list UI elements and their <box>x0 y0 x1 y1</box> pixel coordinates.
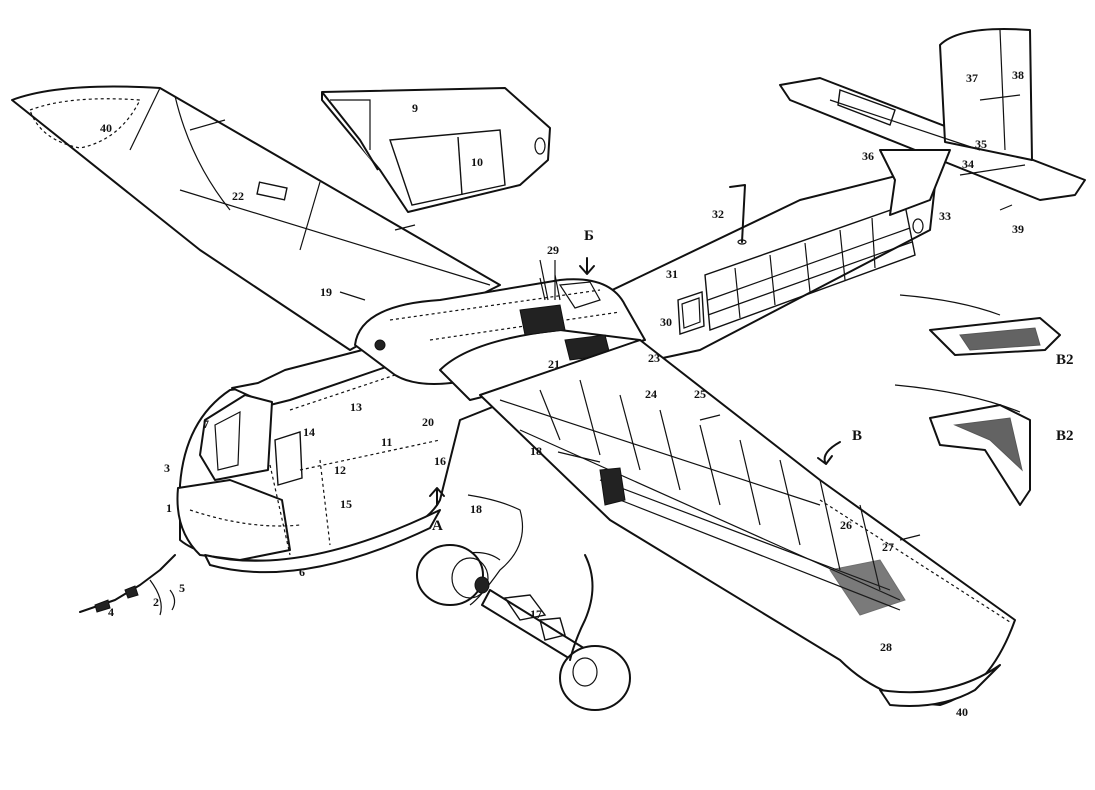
label-7: 7 <box>203 417 209 431</box>
label-40-right: 40 <box>956 705 968 719</box>
label-3: 3 <box>164 461 170 475</box>
engine-nacelle <box>354 274 646 401</box>
label-35: 35 <box>975 137 987 151</box>
label-17: 17 <box>530 607 542 621</box>
view-arrow-b <box>579 257 595 275</box>
label-16: 16 <box>434 454 446 468</box>
label-26: 26 <box>840 518 852 532</box>
view-label-b: Б <box>584 228 594 244</box>
label-12: 12 <box>334 463 346 477</box>
label-39: 39 <box>1012 222 1024 236</box>
inset-view-1 <box>899 294 1061 356</box>
view-label-v2-bottom: В2 <box>1056 428 1074 444</box>
label-20: 20 <box>422 415 434 429</box>
label-13: 13 <box>350 400 362 414</box>
main-landing-gear <box>416 494 631 711</box>
label-33: 33 <box>939 209 951 223</box>
label-28: 28 <box>880 640 892 654</box>
label-2: 2 <box>153 595 159 609</box>
label-10: 10 <box>471 155 483 169</box>
label-22: 22 <box>232 189 244 203</box>
label-24: 24 <box>645 387 657 401</box>
view-arrow-v <box>817 441 841 465</box>
inset-view-2 <box>894 384 1031 506</box>
label-23: 23 <box>648 351 660 365</box>
label-25: 25 <box>694 387 706 401</box>
view-label-a: A <box>432 518 443 534</box>
label-27: 27 <box>882 540 894 554</box>
label-21: 21 <box>548 357 560 371</box>
label-34: 34 <box>962 157 974 171</box>
right-wing <box>479 339 1016 707</box>
view-label-v2-top: В2 <box>1056 352 1074 368</box>
label-9: 9 <box>412 101 418 115</box>
label-29: 29 <box>547 243 559 257</box>
label-31: 31 <box>666 267 678 281</box>
view-label-v: В <box>852 428 862 444</box>
nose-gear <box>79 554 176 616</box>
label-30: 30 <box>660 315 672 329</box>
label-11: 11 <box>381 435 392 449</box>
label-19: 19 <box>320 285 332 299</box>
view-arrow-a <box>429 487 445 506</box>
label-5: 5 <box>179 581 185 595</box>
label-37: 37 <box>966 71 978 85</box>
label-40-left: 40 <box>100 121 112 135</box>
label-36: 36 <box>862 149 874 163</box>
label-18-wing: 18 <box>530 444 542 458</box>
label-14: 14 <box>303 425 315 439</box>
label-15: 15 <box>340 497 352 511</box>
label-4: 4 <box>108 605 114 619</box>
access-panel <box>321 87 551 213</box>
label-6: 6 <box>299 565 305 579</box>
label-1: 1 <box>166 501 172 515</box>
tail <box>779 28 1086 234</box>
label-38: 38 <box>1012 68 1024 82</box>
label-18-gear: 18 <box>470 502 482 516</box>
label-32: 32 <box>712 207 724 221</box>
